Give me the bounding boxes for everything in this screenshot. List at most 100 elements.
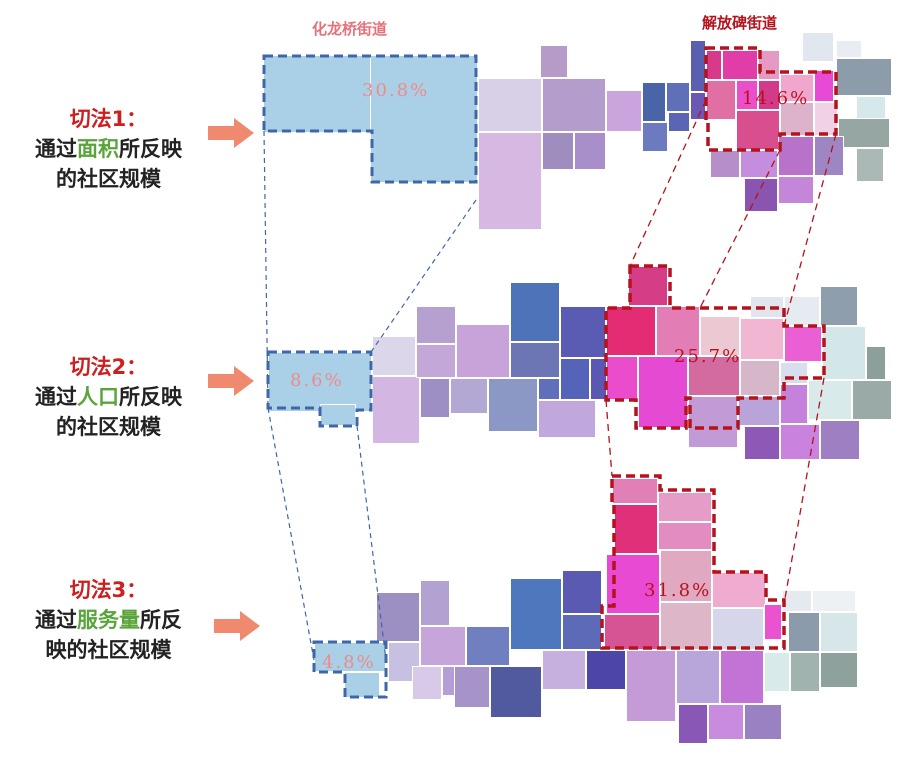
block	[606, 356, 638, 400]
block	[856, 96, 886, 120]
block	[658, 492, 712, 522]
block	[420, 580, 450, 626]
method-2-line3: 的社区规模	[56, 415, 161, 439]
block	[758, 80, 780, 110]
block	[778, 136, 814, 176]
block	[820, 420, 860, 460]
block	[450, 378, 488, 414]
block	[764, 652, 790, 692]
method-1-pre: 通过	[35, 137, 77, 161]
block	[660, 550, 712, 602]
block	[780, 384, 808, 424]
method-2-highlight: 人口	[77, 385, 119, 409]
block	[790, 652, 820, 692]
method-1-post: 所反映	[119, 137, 182, 161]
block	[690, 40, 706, 92]
block	[606, 90, 642, 132]
method-3-highlight: 服务量	[77, 608, 140, 632]
method-3-post: 所反	[140, 608, 182, 632]
block	[466, 626, 510, 666]
method-2-pre: 通过	[35, 385, 77, 409]
block	[538, 378, 560, 400]
block	[542, 132, 574, 170]
block	[666, 82, 690, 112]
block	[814, 136, 844, 176]
block	[538, 400, 596, 438]
block	[744, 704, 782, 740]
block	[612, 478, 658, 504]
block	[412, 666, 442, 700]
block	[658, 522, 712, 550]
block	[420, 626, 466, 666]
block	[416, 306, 456, 344]
block	[370, 55, 478, 183]
block	[712, 572, 766, 608]
block	[720, 650, 764, 704]
block	[808, 380, 852, 420]
block	[344, 672, 380, 698]
block	[604, 614, 660, 650]
block	[606, 306, 656, 356]
block	[510, 342, 560, 378]
method-1-label: 切法1： 通过面积所反映 的社区规模	[6, 104, 211, 194]
block	[820, 652, 858, 688]
block	[866, 346, 886, 380]
percent-m2-left: 8.6%	[290, 370, 344, 391]
block	[744, 426, 780, 460]
block	[838, 118, 890, 148]
block	[642, 122, 668, 152]
block	[722, 50, 758, 80]
block	[668, 112, 690, 132]
block	[562, 570, 602, 614]
method-3-line3: 映的社区规模	[45, 638, 172, 662]
block	[740, 318, 784, 360]
method-1-title: 切法1：	[69, 107, 148, 131]
block	[656, 306, 700, 356]
block	[788, 612, 820, 652]
block	[856, 148, 884, 182]
block	[784, 296, 820, 326]
block	[574, 132, 606, 170]
block	[542, 650, 586, 690]
block	[836, 40, 862, 58]
method-3-pre: 通过	[35, 608, 77, 632]
method-1-highlight: 面积	[77, 137, 119, 161]
block	[478, 78, 542, 132]
block	[490, 666, 542, 718]
block	[780, 74, 814, 102]
block	[708, 704, 744, 740]
percent-m3-right: 31.8%	[644, 580, 712, 601]
block	[700, 316, 740, 356]
block	[736, 110, 780, 150]
block	[562, 614, 602, 650]
block	[736, 80, 758, 110]
block	[263, 55, 373, 133]
block	[712, 608, 764, 650]
block	[454, 666, 490, 708]
block	[626, 650, 676, 722]
block	[416, 344, 456, 378]
block	[420, 378, 450, 418]
block	[510, 578, 562, 650]
percent-m1-right: 14.6%	[742, 88, 810, 109]
block	[660, 602, 712, 650]
block	[836, 58, 892, 96]
block	[560, 306, 606, 358]
block	[478, 132, 542, 230]
block	[614, 504, 658, 554]
block	[688, 356, 740, 396]
street-label-hualongqiao: 化龙桥街道	[312, 20, 388, 38]
block	[676, 650, 720, 704]
block	[542, 78, 606, 132]
block	[710, 150, 740, 178]
block	[822, 326, 866, 380]
method-3-label: 切法3： 通过服务量所反 映的社区规模	[6, 575, 211, 665]
block	[820, 612, 858, 652]
method-1-line3: 的社区规模	[56, 167, 161, 191]
street-label-jiefangbei: 解放碑街道	[702, 14, 778, 32]
block	[820, 286, 858, 326]
method-2-post: 所反映	[119, 385, 182, 409]
block	[852, 380, 892, 420]
block	[812, 590, 856, 612]
